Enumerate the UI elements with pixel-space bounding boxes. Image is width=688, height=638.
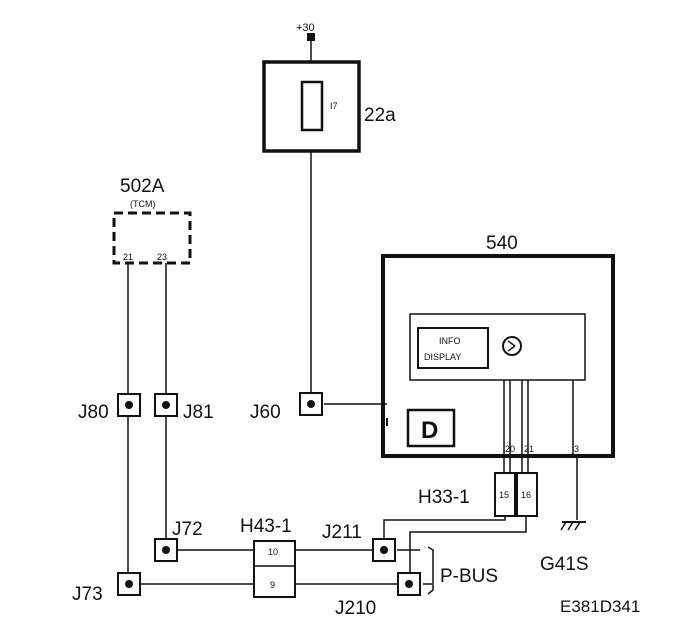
ground-hatch-1 xyxy=(560,521,567,531)
connector-j80: J80 xyxy=(78,393,141,423)
tcm-dashed-outline xyxy=(112,211,192,265)
info-display-line1: INFO xyxy=(439,336,461,346)
display-knob-pointer-2 xyxy=(507,345,516,352)
module-pin-21: 21 xyxy=(524,444,534,454)
h43-pin-a: 10 xyxy=(268,547,278,557)
module-label: 540 xyxy=(486,233,518,254)
h33-pin-b-box xyxy=(516,472,538,517)
j81-label: J81 xyxy=(183,402,214,423)
bus-bracket-line xyxy=(427,546,434,595)
connector-j210: J210 xyxy=(335,572,421,619)
j211-label: J211 xyxy=(322,522,362,543)
wire-h33-j210 xyxy=(409,516,527,572)
connector-h33-1: H33-1 15 16 xyxy=(418,472,538,517)
tcm-pin-b: 23 xyxy=(157,252,167,262)
j81-dot xyxy=(162,401,170,409)
ground-hatch-2 xyxy=(567,521,574,531)
h33-pin-a-box xyxy=(494,472,516,517)
display-knob-pointer xyxy=(507,340,516,347)
connector-j60: J60 xyxy=(250,392,323,423)
h33-pin-a: 15 xyxy=(499,490,509,500)
supply-terminal: +30 xyxy=(296,22,315,41)
d-box xyxy=(406,408,456,448)
supply-terminal-dot xyxy=(307,33,315,41)
fuse-number: I7 xyxy=(330,101,338,111)
bus-label: P-BUS xyxy=(440,566,498,587)
tcm-sub-label: (TCM) xyxy=(130,199,156,209)
tcm-label: 502A xyxy=(120,176,165,197)
module-540: 540 INFO DISPLAY D 20 21 3 xyxy=(381,233,615,458)
j60-dot xyxy=(307,400,315,408)
h33-pin-b: 16 xyxy=(521,490,531,500)
j72-dot xyxy=(162,546,170,554)
module-outline xyxy=(381,254,615,458)
connector-j81: J81 xyxy=(154,393,214,423)
ground-hatch-3 xyxy=(574,521,581,531)
h33-label: H33-1 xyxy=(418,487,470,508)
connector-j72: J72 xyxy=(154,519,203,562)
h43-label: H43-1 xyxy=(240,516,292,537)
fuse-element xyxy=(300,80,324,132)
d-letter: D xyxy=(421,417,438,444)
p-bus-bracket: P-BUS xyxy=(427,546,498,595)
tcm-pin-a: 21 xyxy=(123,252,133,262)
connector-j73: J73 xyxy=(72,572,141,605)
j210-dot xyxy=(405,580,413,588)
wires xyxy=(127,41,578,585)
wire-h33-j211 xyxy=(383,516,506,538)
h43-pin-b: 9 xyxy=(270,580,275,590)
j60-label: J60 xyxy=(250,402,281,423)
j80-label: J80 xyxy=(78,402,109,423)
display-unit-outline xyxy=(409,313,586,381)
tcm-502a: 502A (TCM) 21 23 xyxy=(112,176,192,265)
document-code: E381D341 xyxy=(560,597,640,616)
h43-body xyxy=(253,540,296,598)
ground-label: G41S xyxy=(540,554,589,575)
info-display-line2: DISPLAY xyxy=(424,352,461,362)
j72-label: J72 xyxy=(172,519,203,540)
fuse-box-22a: I7 22a xyxy=(262,60,396,153)
connector-h43-1: H43-1 10 9 xyxy=(240,516,296,598)
j80-dot xyxy=(125,401,133,409)
j211-dot xyxy=(380,546,388,554)
fuse-box-outline xyxy=(262,60,361,153)
j210-label: J210 xyxy=(335,598,376,619)
ground-g41s: G41S xyxy=(540,521,589,575)
fuse-box-label: 22a xyxy=(364,105,396,126)
supply-label: +30 xyxy=(296,22,315,34)
connector-j211: J211 xyxy=(322,522,396,562)
j73-dot xyxy=(125,580,133,588)
j73-label: J73 xyxy=(72,584,103,605)
display-knob-icon xyxy=(502,336,522,356)
info-display-box xyxy=(417,327,489,369)
module-pin-3: 3 xyxy=(574,444,579,454)
